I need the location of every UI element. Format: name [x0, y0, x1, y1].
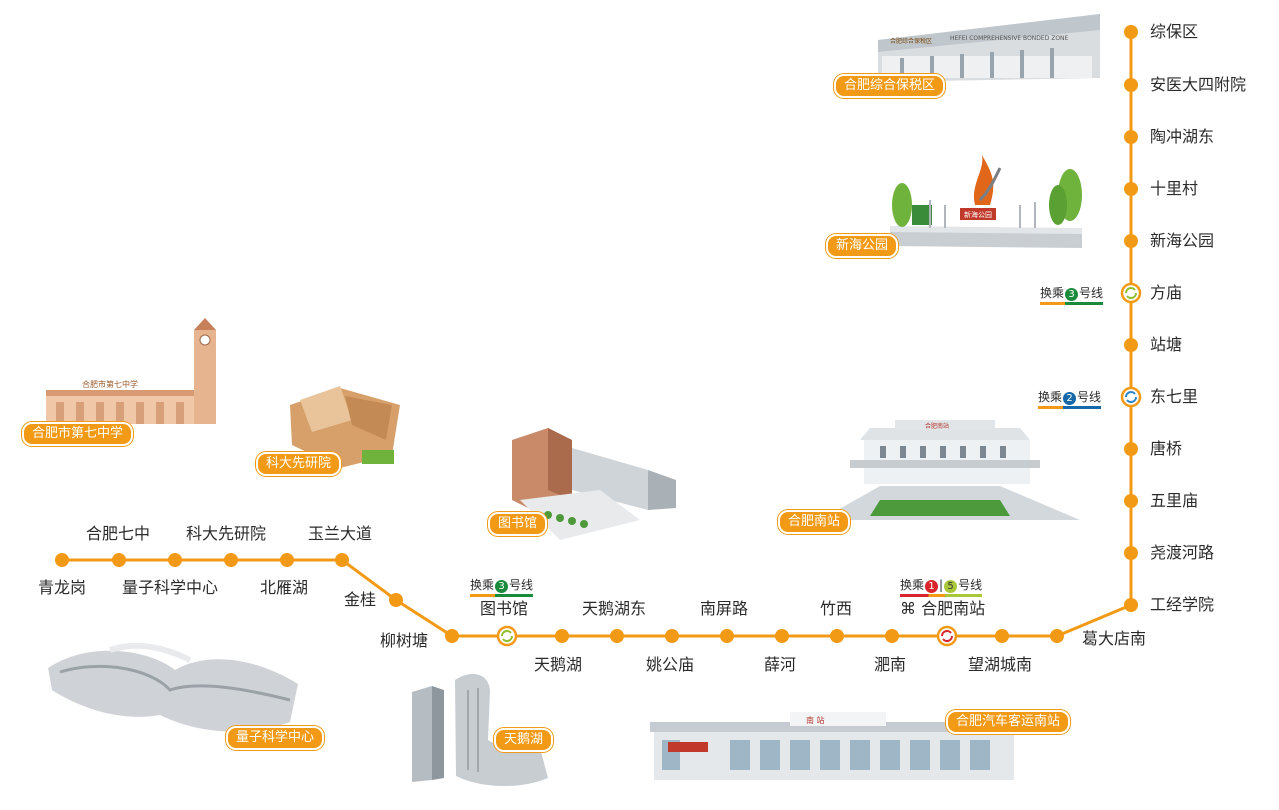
station-dot	[775, 629, 789, 643]
landmark-tag-xinhai-park[interactable]: 新海公园	[826, 234, 899, 258]
station-label[interactable]: 安医大四附院	[1150, 75, 1247, 94]
landmark-tag-school[interactable]: 合肥市第七中学	[22, 422, 134, 446]
svg-text:HEFEI COMPREHENSIVE BONDED ZON: HEFEI COMPREHENSIVE BONDED ZONE	[950, 35, 1069, 42]
station-dots	[55, 25, 1138, 643]
station-dot	[610, 629, 624, 643]
station-dot	[335, 553, 349, 567]
station-dot	[995, 629, 1009, 643]
station-label[interactable]: 玉兰大道	[308, 524, 373, 543]
station-label[interactable]: 葛大店南	[1082, 629, 1147, 648]
station-label[interactable]: 合肥七中	[86, 524, 151, 543]
station-label[interactable]: 站塘	[1150, 335, 1183, 354]
transfer-icon	[1120, 386, 1142, 408]
station-dot	[1124, 494, 1138, 508]
transfer-icon	[496, 625, 518, 647]
landmark-tag-bonded-zone[interactable]: 合肥综合保税区	[834, 74, 946, 98]
station-dot	[1124, 338, 1138, 352]
station-dot	[1124, 78, 1138, 92]
station-dot	[1124, 234, 1138, 248]
station-label[interactable]: 量子科学中心	[122, 578, 219, 597]
station-dot	[280, 553, 294, 567]
svg-text:合肥南站: 合肥南站	[925, 422, 949, 430]
station-dot	[1124, 546, 1138, 560]
svg-text:合肥综合保税区: 合肥综合保税区	[890, 37, 932, 45]
station-dot	[389, 593, 403, 607]
station-dot	[555, 629, 569, 643]
station-label[interactable]: 东七里	[1150, 387, 1199, 406]
school-illustration: 合肥市第七中学	[46, 318, 216, 424]
station-label[interactable]: 金桂	[344, 590, 377, 609]
station-label[interactable]: 图书馆	[480, 599, 529, 618]
station-label[interactable]: 新海公园	[1150, 231, 1215, 250]
station-dot	[665, 629, 679, 643]
station-label[interactable]: 柳树塘	[380, 631, 429, 650]
station-dot	[830, 629, 844, 643]
station-label[interactable]: 工经学院	[1150, 595, 1215, 614]
landmark-tag-south-station[interactable]: 合肥南站	[778, 510, 851, 534]
station-label[interactable]: 姚公庙	[646, 655, 695, 674]
station-label[interactable]: 唐桥	[1150, 439, 1183, 458]
svg-text:新海公园: 新海公园	[964, 210, 992, 219]
station-label[interactable]: 十里村	[1150, 179, 1199, 198]
south-station-illustration: 合肥南站	[820, 420, 1080, 520]
station-dot	[1124, 442, 1138, 456]
landmark-tag-bus-station[interactable]: 合肥汽车客运南站	[946, 710, 1071, 734]
station-label[interactable]: 天鹅湖	[534, 655, 583, 674]
station-label[interactable]: 科大先研院	[186, 524, 267, 543]
station-dot	[168, 553, 182, 567]
station-label[interactable]: 南屏路	[700, 599, 749, 618]
station-label[interactable]: 陶冲湖东	[1150, 127, 1215, 146]
station-dot	[1124, 25, 1138, 39]
station-label[interactable]: 望湖城南	[968, 655, 1033, 674]
station-dot	[1050, 629, 1064, 643]
station-label[interactable]: 五里庙	[1150, 491, 1199, 510]
line-route	[62, 32, 1133, 638]
ustc-institute-illustration	[290, 386, 400, 468]
station-label[interactable]: 尧渡河路	[1150, 543, 1215, 562]
station-label[interactable]: ⌘ 合肥南站	[900, 599, 985, 619]
station-dot	[224, 553, 238, 567]
quantum-center-illustration	[48, 642, 298, 732]
transfer-icon	[936, 625, 958, 647]
landmark-tag-ustc[interactable]: 科大先研院	[256, 452, 342, 476]
station-dot	[1124, 130, 1138, 144]
station-label[interactable]: 竹西	[820, 599, 853, 618]
station-dot	[112, 553, 126, 567]
station-label[interactable]: 青龙岗	[38, 578, 87, 597]
station-dot	[1124, 182, 1138, 196]
station-dot	[1124, 598, 1138, 612]
station-label[interactable]: 天鹅湖东	[582, 599, 647, 618]
swan-lake-illustration	[412, 674, 548, 787]
station-dot	[445, 629, 459, 643]
station-label[interactable]: 综保区	[1150, 22, 1199, 41]
svg-text:南 站: 南 站	[806, 715, 825, 725]
station-label[interactable]: 薛河	[764, 655, 797, 674]
landmark-tag-swan-lake[interactable]: 天鹅湖	[494, 728, 554, 752]
station-dot	[885, 629, 899, 643]
station-dot	[720, 629, 734, 643]
landmark-tag-library[interactable]: 图书馆	[488, 512, 548, 536]
landmark-tag-quantum-center[interactable]: 量子科学中心	[226, 726, 325, 750]
train-icon: ⌘	[900, 599, 916, 618]
transfer-icon	[1120, 282, 1142, 304]
station-label[interactable]: 北雁湖	[260, 578, 309, 597]
xinhai-park-illustration: 新海公园	[890, 155, 1082, 248]
bus-station-illustration: 南 站	[650, 712, 1018, 780]
station-dot	[55, 553, 69, 567]
station-label-text: 合肥南站	[921, 599, 986, 618]
station-label[interactable]: 淝南	[874, 655, 907, 674]
station-label[interactable]: 方庙	[1150, 283, 1183, 302]
bonded-zone-illustration: 合肥综合保税区 HEFEI COMPREHENSIVE BONDED ZONE	[878, 14, 1100, 82]
library-illustration	[512, 428, 676, 540]
svg-text:合肥市第七中学: 合肥市第七中学	[82, 379, 138, 389]
